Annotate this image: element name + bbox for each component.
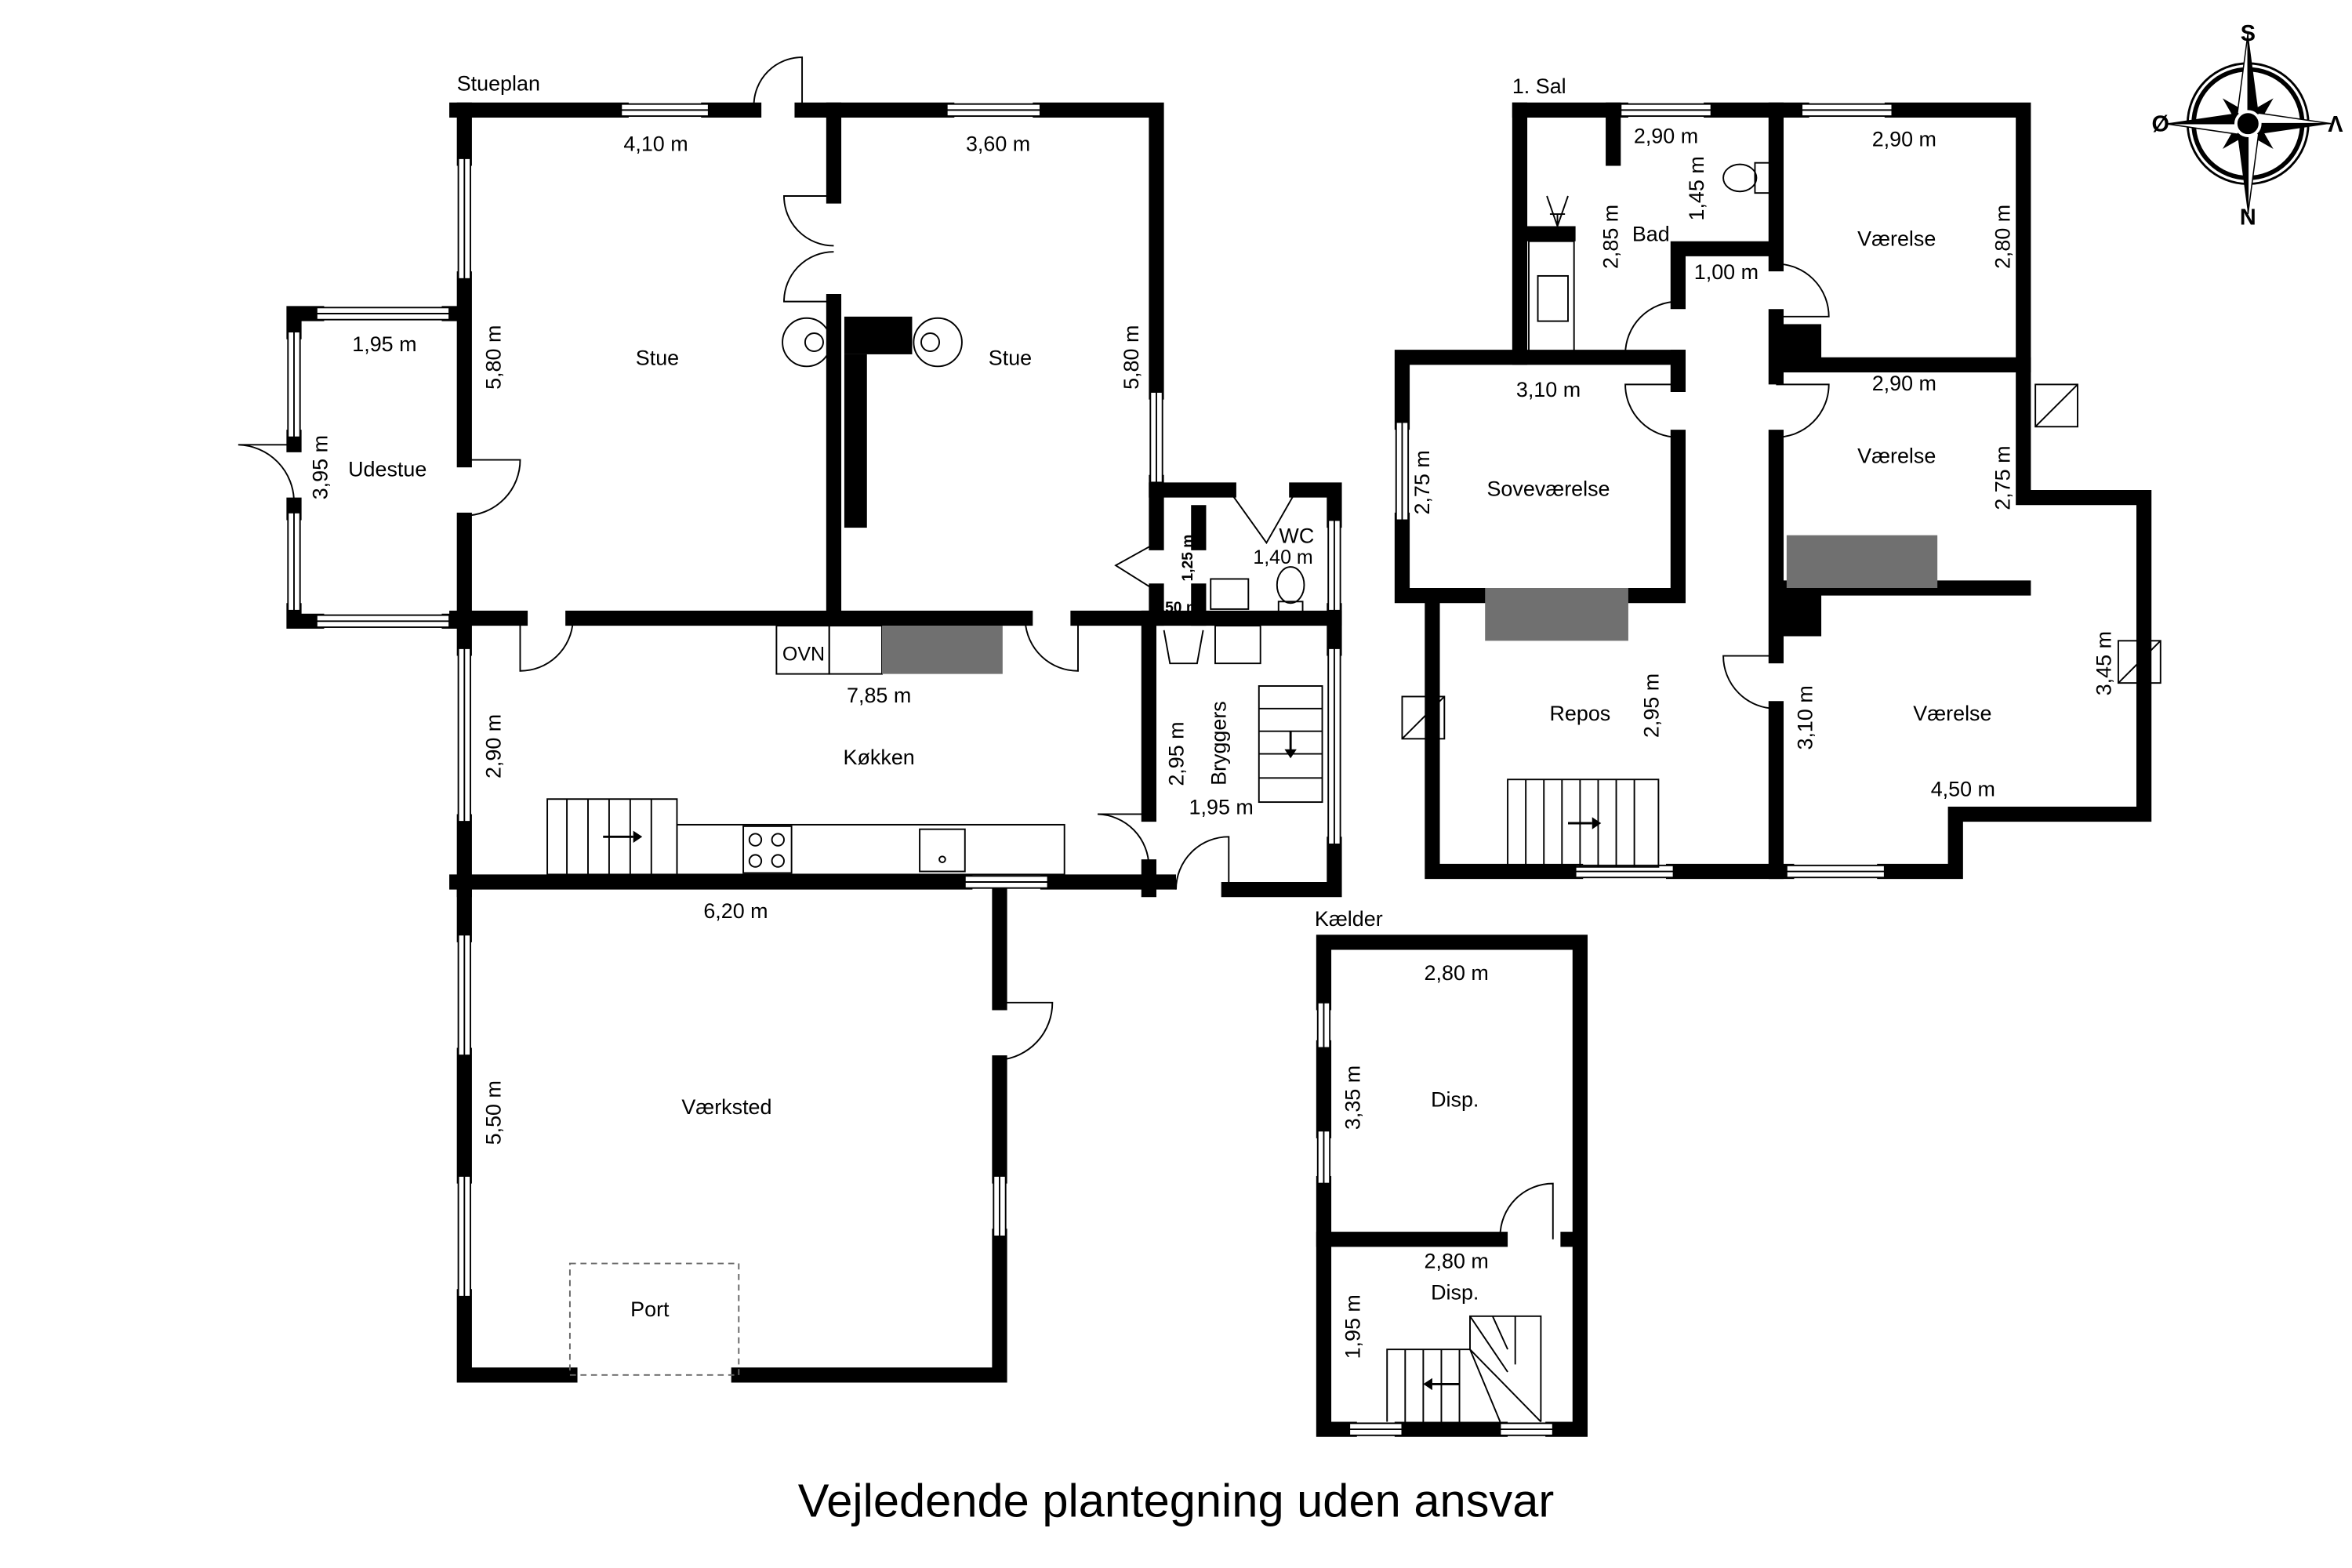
sal-title: 1. Sal: [1512, 74, 1566, 98]
room-sovevaerelse: Soveværelse: [1486, 477, 1610, 501]
sal-doors: [1624, 263, 1830, 710]
stueplan-labels: Stueplan 4,10 m 3,60 m Stue Stue 5,80 m …: [308, 71, 1314, 1320]
skylight-icon: [1401, 695, 1446, 740]
compass-rose-icon: S N Ø V: [2152, 21, 2343, 230]
wc-depth: 1,25 m: [1180, 535, 1196, 582]
kaelder-walls: [1316, 935, 1588, 1437]
toilet-icon: [1722, 163, 1758, 193]
skylight-icon: [2117, 640, 2161, 684]
stueplan-windows: [287, 103, 1341, 1298]
sal-labels: 1. Sal 2,90 m 1,45 m 2,85 m Bad 1,00 m 2…: [1410, 74, 2115, 800]
sovevaerelse-depth: 2,75 m: [1410, 450, 1434, 514]
stairs: [1258, 685, 1323, 804]
sal-walls: [1394, 102, 2152, 880]
compass-north: N: [2240, 205, 2256, 230]
compass-east: Ø: [2152, 111, 2169, 136]
port-door: [568, 1262, 740, 1376]
vaerksted-depth: 5,50 m: [481, 1080, 505, 1145]
room-stue-1: Stue: [636, 346, 679, 369]
room-vaerelse-2: Værelse: [1857, 444, 1936, 467]
room-vaerelse-1: Værelse: [1857, 227, 1936, 250]
disclaimer-footer: Vejledende plantegning uden ansvar: [798, 1475, 1554, 1527]
kaelder-windows: [1316, 1001, 1554, 1436]
bad-depth: 2,85 m: [1599, 205, 1622, 269]
bad-toilet-depth: 1,45 m: [1685, 156, 1708, 220]
vaerelse3-width: 4,50 m: [1931, 777, 1995, 800]
stairs: [1507, 779, 1660, 868]
stueplan-fixtures: [546, 316, 1323, 1376]
gang-width: 1,00 m: [1694, 260, 1759, 284]
stove-icon: [913, 317, 963, 368]
stueplan-walls: [286, 102, 1342, 1383]
room-stue-2: Stue: [989, 346, 1032, 369]
room-udestue: Udestue: [348, 458, 426, 481]
sal-windows: [1395, 103, 2161, 879]
udestue-depth: 3,95 m: [308, 435, 332, 499]
vaerelse2-width: 2,90 m: [1872, 372, 1936, 395]
udestue-width: 1,95 m: [352, 332, 416, 356]
sink-icon: [919, 828, 966, 873]
sovevaerelse-width: 3,10 m: [1516, 378, 1581, 401]
stueplan-title: Stueplan: [457, 71, 540, 95]
compass-west: V: [2327, 111, 2343, 136]
koekken-width: 7,85 m: [847, 684, 911, 707]
compass-south: S: [2241, 21, 2256, 46]
counter: [882, 626, 1003, 674]
room-disp-1: Disp.: [1431, 1088, 1479, 1112]
stove-icon: [782, 317, 832, 368]
wc-width: 1,40 m: [1253, 546, 1312, 568]
stueplan-doors: [238, 56, 1298, 1061]
washtub-icon: [1163, 630, 1204, 665]
kaelder-labels: Kælder 2,80 m 3,35 m Disp. 2,80 m Disp. …: [1315, 907, 1489, 1359]
stue2-width: 3,60 m: [966, 132, 1030, 155]
stue2-depth: 5,80 m: [1120, 325, 1143, 390]
disp1-depth: 3,35 m: [1341, 1065, 1365, 1130]
room-vaerelse-3: Værelse: [1913, 702, 1991, 725]
port-label: Port: [630, 1298, 670, 1321]
counter: [1485, 588, 1628, 641]
vaerksted-width: 6,20 m: [703, 899, 768, 923]
disp2-width: 2,80 m: [1425, 1249, 1489, 1272]
vaerelse1-depth: 2,80 m: [1991, 205, 2014, 269]
vaerelse1-width: 2,90 m: [1872, 128, 1936, 151]
room-bad: Bad: [1632, 223, 1670, 246]
kaelder-title: Kælder: [1315, 907, 1383, 931]
koekken-depth: 2,90 m: [481, 714, 505, 779]
stue1-depth: 5,80 m: [481, 325, 505, 390]
sal-fixtures: [1485, 162, 1938, 868]
kaelder-stairs: [1386, 1315, 1542, 1423]
stairs: [546, 798, 678, 876]
shower-icon: [1546, 195, 1569, 229]
vaerelse3-depth2: 3,45 m: [2092, 631, 2115, 695]
toilet-icon: [1276, 566, 1305, 604]
counter: [1786, 535, 1938, 588]
room-koekken: Køkken: [844, 746, 915, 769]
room-vaerksted: Værksted: [681, 1095, 771, 1119]
bad-width: 2,90 m: [1634, 125, 1698, 148]
bryggers-width: 1,95 m: [1189, 795, 1254, 818]
disp2-depth: 1,95 m: [1341, 1294, 1365, 1359]
bryggers-depth: 2,95 m: [1165, 721, 1189, 786]
stue1-width: 4,10 m: [623, 132, 688, 155]
vaerelse2-depth: 2,75 m: [1991, 445, 2014, 510]
room-repos: Repos: [1549, 702, 1610, 725]
room-bryggers: Bryggers: [1207, 701, 1230, 786]
repos-depth: 2,95 m: [1639, 673, 1663, 738]
wc-small-dim: 0,50 m: [1152, 600, 1200, 616]
disp1-width: 2,80 m: [1425, 961, 1489, 985]
room-disp-2: Disp.: [1431, 1281, 1479, 1305]
oven-label: OVN: [782, 643, 825, 665]
skylight-icon: [2034, 383, 2078, 428]
vaerelse3-depth: 3,10 m: [1794, 685, 1817, 750]
room-wc: WC: [1279, 524, 1314, 547]
hob-icon: [742, 825, 793, 874]
